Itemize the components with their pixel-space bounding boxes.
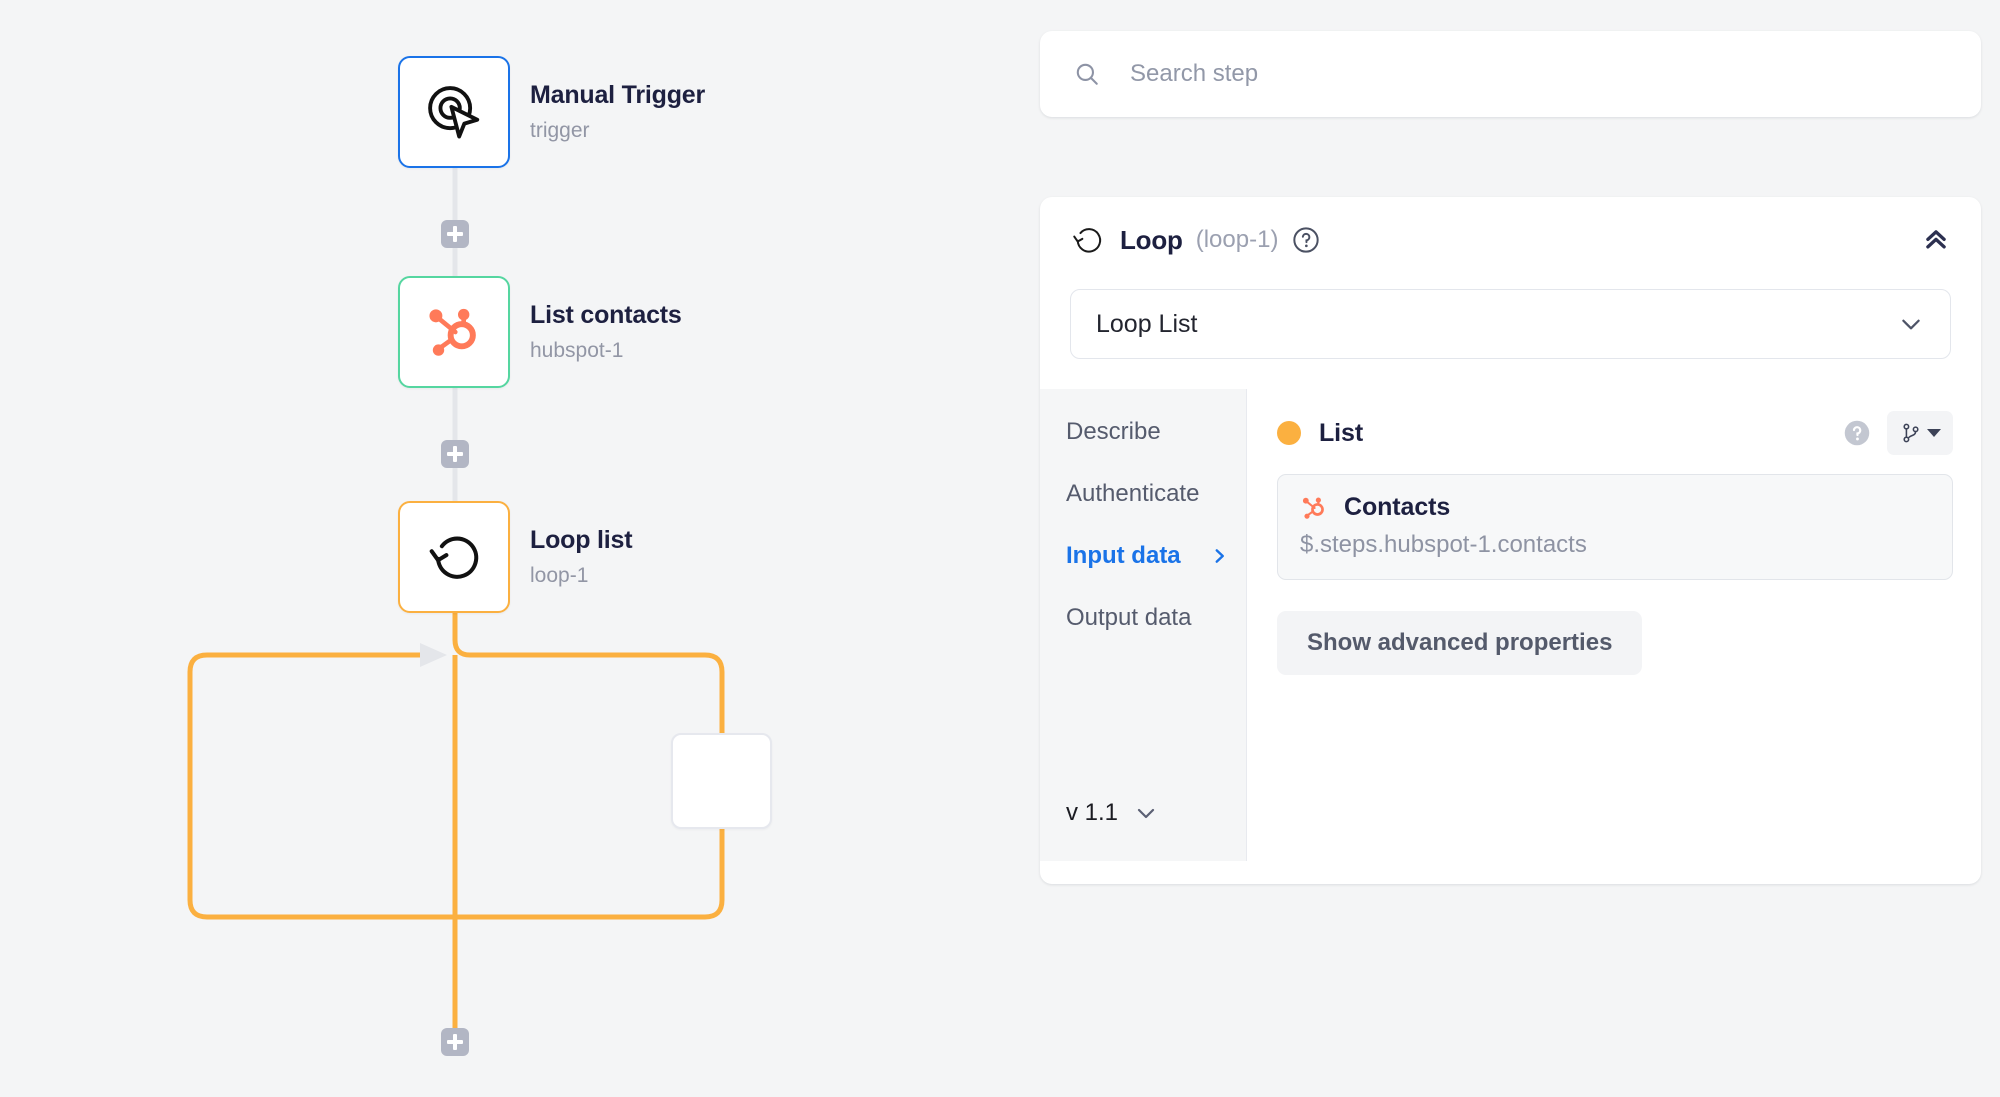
nav-item-label: Authenticate (1066, 480, 1200, 507)
nav-item-label: Output data (1066, 604, 1192, 631)
loop-body-placeholder[interactable] (671, 733, 772, 829)
variable-picker-button[interactable] (1887, 411, 1953, 455)
add-step-button[interactable] (441, 440, 469, 468)
required-dot (1277, 421, 1301, 445)
question-mark-circle-icon[interactable] (1292, 226, 1320, 254)
node-loop-list[interactable]: Loop list loop-1 (398, 501, 633, 613)
value-title: Contacts (1344, 493, 1451, 521)
nav-item-label: Input data (1066, 542, 1181, 569)
add-step-button[interactable] (441, 1028, 469, 1056)
step-nav: Describe Authenticate Input data Output … (1040, 389, 1247, 861)
loop-operation-select[interactable]: Loop List (1070, 289, 1951, 359)
collapse-panel-button[interactable] (1919, 223, 1953, 257)
chevron-down-icon (1137, 808, 1155, 819)
step-inspector-pane: Loop (loop-1) Loop List (1040, 0, 2000, 1097)
add-step-button[interactable] (441, 220, 469, 248)
search-step-bar[interactable] (1040, 31, 1981, 117)
step-card-body: Describe Authenticate Input data Output … (1040, 389, 1981, 861)
node-title: Manual Trigger (530, 81, 706, 110)
hubspot-icon (429, 308, 476, 356)
node-icon-box-loop[interactable] (398, 501, 510, 613)
field-value-card[interactable]: Contacts $.steps.hubspot-1.contacts (1277, 474, 1953, 580)
version-label: v 1.1 (1066, 799, 1119, 826)
field-label: List (1319, 418, 1364, 447)
double-chevron-up-icon (1926, 230, 1946, 249)
question-mark-circle-icon[interactable] (1843, 419, 1871, 447)
step-card-header: Loop (loop-1) (1040, 197, 1981, 283)
version-selector[interactable]: v 1.1 (1040, 799, 1246, 861)
nav-item-describe[interactable]: Describe (1040, 401, 1246, 463)
value-path: $.steps.hubspot-1.contacts (1300, 531, 1587, 558)
search-input[interactable] (1130, 60, 1947, 88)
node-subtitle: loop-1 (530, 564, 589, 588)
nav-spacer (1040, 649, 1246, 799)
chevron-right-icon (1215, 549, 1224, 563)
cursor-click-icon (428, 86, 480, 139)
node-subtitle: trigger (530, 119, 590, 143)
nav-item-label: Describe (1066, 418, 1161, 445)
node-title: List contacts (530, 301, 682, 330)
node-icon-box-hubspot[interactable] (398, 276, 510, 388)
nav-item-input-data[interactable]: Input data (1040, 525, 1246, 587)
step-content: List (1247, 389, 1981, 861)
node-manual-trigger[interactable]: Manual Trigger trigger (398, 56, 705, 168)
node-icon-box-trigger[interactable] (398, 56, 510, 168)
loop-step-card: Loop (loop-1) Loop List (1040, 197, 1981, 884)
loop-operation-label: Loop List (1096, 309, 1198, 338)
hubspot-icon (1302, 497, 1324, 519)
workflow-canvas[interactable]: Manual Trigger trigger List contacts (0, 0, 1040, 1097)
show-advanced-properties-button[interactable]: Show advanced properties (1277, 611, 1643, 675)
nav-item-authenticate[interactable]: Authenticate (1040, 463, 1246, 525)
loop-icon (429, 536, 479, 579)
nav-item-output-data[interactable]: Output data (1040, 587, 1246, 649)
value-title-row: Contacts (1300, 493, 1930, 522)
step-id: (loop-1) (1195, 226, 1279, 253)
loop-icon (1073, 228, 1102, 253)
search-icon (1076, 63, 1098, 85)
node-list-contacts[interactable]: List contacts hubspot-1 (398, 276, 682, 388)
node-label-group: List contacts hubspot-1 (530, 300, 682, 363)
node-label-group: Loop list loop-1 (530, 525, 633, 588)
caret-down-icon (1926, 429, 1941, 437)
chevron-down-icon (1902, 319, 1920, 330)
field-list-header: List (1277, 411, 1953, 455)
step-title: Loop (1120, 224, 1183, 255)
node-title: Loop list (530, 526, 633, 555)
node-label-group: Manual Trigger trigger (530, 80, 705, 143)
git-branch-icon (1902, 423, 1919, 443)
node-subtitle: hubspot-1 (530, 339, 624, 363)
